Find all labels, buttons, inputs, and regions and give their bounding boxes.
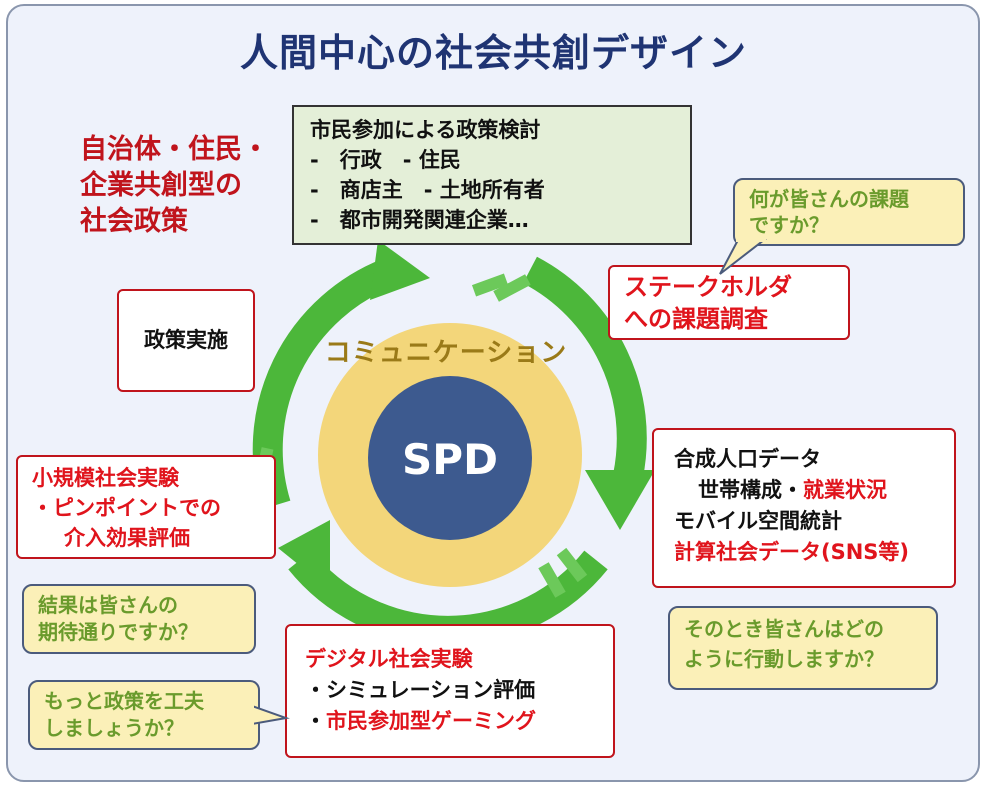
arrow-heads	[278, 240, 655, 590]
arrow-head-right	[585, 470, 655, 530]
spd-core	[368, 376, 532, 540]
policy-box-line: - 行政 - 住民	[310, 148, 461, 172]
spd-label: SPD	[402, 435, 498, 484]
bubble-issue: 何が皆さんの課題 ですか？	[733, 178, 965, 246]
bubble-result: 結果は皆さんの 期待通りですか？	[22, 584, 256, 654]
small-experiment-box: 小規模社会実験 ・ピンポイントでの 介入効果評価	[16, 455, 276, 559]
bubble-improve-tail	[250, 704, 290, 726]
communication-label: コミュニケーション	[324, 338, 568, 368]
policy-discussion-box: 市民参加による政策検討 - 行政 - 住民 - 商店主 - 土地所有者 - 都市…	[292, 105, 692, 245]
bubble-improve: もっと政策を工夫 しましょうか？	[28, 680, 260, 750]
policy-box-line: - 商店主 - 土地所有者	[310, 178, 545, 202]
policy-implementation-box: 政策実施	[117, 289, 255, 392]
data-sources-box: 合成人口データ 世帯構成・就業状況 モバイル空間統計 計算社会データ(SNS等)	[652, 428, 956, 588]
policy-box-title: 市民参加による政策検討	[310, 118, 541, 142]
diagram-title: 人間中心の社会共創デザイン	[239, 31, 747, 75]
policy-box-line: - 都市開発関連企業…	[310, 208, 529, 232]
digital-experiment-box: デジタル社会実験 ・シミュレーション評価 ・市民参加型ゲーミング	[285, 624, 615, 758]
bubble-issue-tail	[719, 238, 767, 275]
bubble-action: そのとき皆さんはどの ように行動しますか？	[668, 606, 938, 690]
arrow-head-bottom-left	[278, 520, 330, 590]
arrow-top-right	[522, 256, 647, 479]
left-heading: 自治体・住民・ 企業共創型の 社会政策	[80, 134, 269, 237]
arrow-head-top	[370, 240, 430, 300]
